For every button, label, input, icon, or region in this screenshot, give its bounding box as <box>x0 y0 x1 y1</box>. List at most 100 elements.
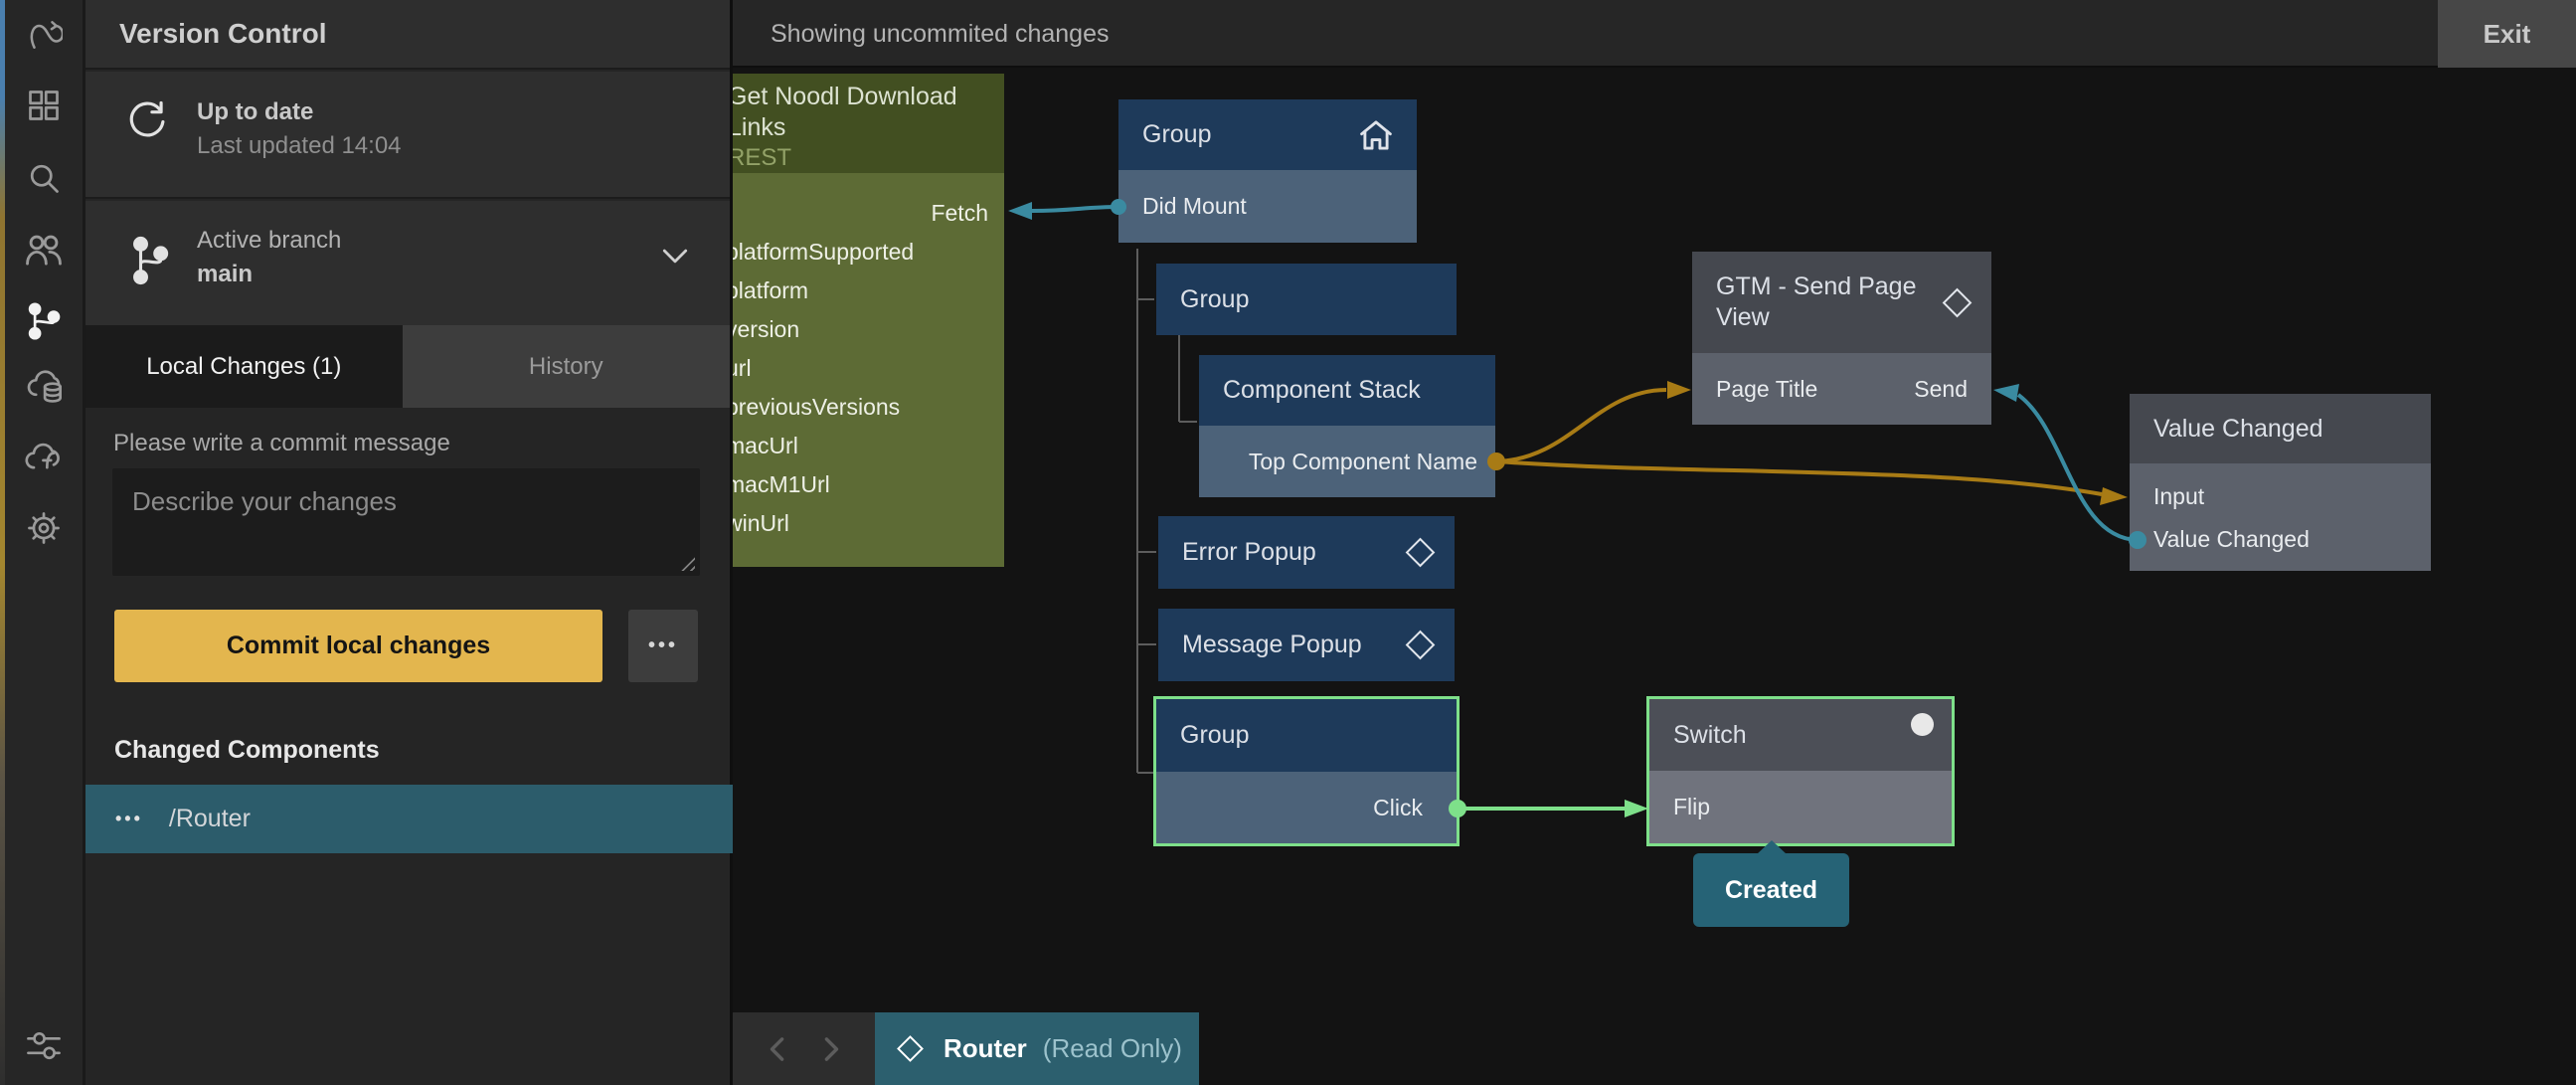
commit-message-wrap <box>112 468 700 576</box>
node-graph-canvas[interactable]: Get Noodl Download Links REST Fetch plat… <box>733 68 2576 1085</box>
node-subtitle: REST <box>733 144 792 171</box>
port-label: Value Changed <box>2153 526 2310 552</box>
component-navigation-bar: Router (Read Only) <box>733 1012 1199 1085</box>
diamond-icon <box>1405 537 1436 568</box>
changed-component-row-router[interactable]: ••• /Router <box>86 785 733 853</box>
cloud-services-icon[interactable] <box>21 364 67 410</box>
router-readonly-label: (Read Only) <box>1042 1033 1182 1063</box>
node-title: Group <box>1142 120 1212 148</box>
branch-name: main <box>197 261 254 287</box>
node-group-home[interactable]: Group Did Mount <box>1118 99 1417 243</box>
panel-header: Version Control <box>86 0 730 70</box>
branch-icon <box>131 233 169 293</box>
port-input[interactable]: Input <box>2130 475 2431 518</box>
node-title: Value Changed <box>2153 414 2323 443</box>
router-diamond-icon <box>897 1035 924 1062</box>
cloud-functions-icon[interactable] <box>21 434 67 479</box>
changed-components-heading: Changed Components <box>114 736 380 764</box>
sync-status-section[interactable]: Up to date Last updated 14:04 <box>86 72 730 199</box>
settings-gear-icon[interactable] <box>21 505 67 551</box>
port-previousversions[interactable]: previousVersions <box>733 388 1004 427</box>
changed-component-label: /Router <box>168 805 251 832</box>
port-flip[interactable]: Flip <box>1649 771 1952 843</box>
port-label: Top Component Name <box>1248 448 1477 474</box>
node-title: Get Noodl Download Links <box>733 83 957 141</box>
port-macurl[interactable]: macUrl <box>733 427 1004 465</box>
port-platformsupported[interactable]: platformSupported <box>733 233 1004 271</box>
port-winurl[interactable]: winUrl <box>733 504 1004 543</box>
node-value-changed[interactable]: Value Changed Input Value Changed <box>2130 394 2431 571</box>
port-label: platform <box>733 277 809 303</box>
refresh-icon[interactable] <box>125 97 169 146</box>
uncommitted-status-text: Showing uncommited changes <box>771 19 1110 48</box>
tab-local-changes-label: Local Changes (1) <box>146 352 342 380</box>
port-page-title[interactable]: Page Title <box>1716 375 1818 402</box>
created-tooltip: Created <box>1693 840 1849 927</box>
node-title: Switch <box>1673 720 1747 749</box>
port-label: Flip <box>1673 794 1711 819</box>
node-component-stack[interactable]: Component Stack Top Component Name <box>1199 355 1495 497</box>
port-version[interactable]: version <box>733 310 1004 349</box>
port-fetch[interactable]: Fetch <box>733 193 1004 233</box>
panel-tabs: Local Changes (1) History <box>86 325 730 408</box>
exit-button[interactable]: Exit <box>2438 0 2576 68</box>
node-title: Group <box>1180 284 1250 313</box>
port-label: platformSupported <box>733 239 915 265</box>
sync-status: Up to date <box>197 98 314 125</box>
version-control-branch-icon[interactable] <box>21 298 67 344</box>
node-rest-get-noodl-download-links[interactable]: Get Noodl Download Links REST Fetch plat… <box>733 74 1004 567</box>
tab-history-label: History <box>528 352 603 380</box>
version-control-panel: Version Control Up to date Last updated … <box>86 0 733 1085</box>
tab-history[interactable]: History <box>402 325 730 408</box>
port-row[interactable]: Page Title Send <box>1692 353 1991 425</box>
port-platform[interactable]: platform <box>733 271 1004 310</box>
port-url[interactable]: url <box>733 349 1004 388</box>
search-icon[interactable] <box>21 155 67 201</box>
editor-settings-sliders-icon[interactable] <box>21 1022 67 1068</box>
commit-message-prompt: Please write a commit message <box>113 430 450 456</box>
canvas-topbar: Showing uncommited changes Exit <box>733 0 2576 68</box>
home-icon <box>1359 119 1393 151</box>
forward-chevron-icon[interactable] <box>823 1036 841 1062</box>
port-label: Did Mount <box>1142 193 1247 219</box>
node-message-popup[interactable]: Message Popup <box>1158 609 1455 681</box>
sync-detail: Last updated 14:04 <box>197 132 402 159</box>
nav-history-controls <box>733 1012 875 1085</box>
node-switch[interactable]: Switch Flip <box>1646 696 1955 846</box>
port-label: Input <box>2153 483 2205 509</box>
panel-title: Version Control <box>119 18 327 49</box>
node-title: GTM - Send Page View <box>1716 272 1917 331</box>
node-error-popup[interactable]: Error Popup <box>1158 516 1455 589</box>
node-group-mid[interactable]: Group <box>1156 264 1457 335</box>
node-title: Group <box>1180 721 1250 749</box>
tab-local-changes[interactable]: Local Changes (1) <box>86 325 403 408</box>
port-top-component-name[interactable]: Top Component Name <box>1199 426 1495 497</box>
port-value-changed[interactable]: Value Changed <box>2130 518 2431 561</box>
more-dots-icon: ••• <box>647 634 678 656</box>
components-grid-icon[interactable] <box>21 83 67 128</box>
created-tooltip-label: Created <box>1724 875 1818 904</box>
port-label: Click <box>1373 794 1423 820</box>
commit-local-changes-button[interactable]: Commit local changes <box>114 610 602 682</box>
chevron-down-icon[interactable] <box>662 249 688 269</box>
node-group-click[interactable]: Group Click <box>1153 696 1460 846</box>
router-component-tab[interactable]: Router (Read Only) <box>875 1012 1199 1085</box>
active-branch-section[interactable]: Active branch main <box>86 201 730 325</box>
node-title: Message Popup <box>1182 631 1362 658</box>
local-changes-content: Please write a commit message Commit loc… <box>86 408 733 1085</box>
port-click[interactable]: Click <box>1156 772 1457 843</box>
collaboration-users-icon[interactable] <box>21 227 67 272</box>
noodl-logo-icon[interactable] <box>21 12 67 58</box>
port-did-mount[interactable]: Did Mount <box>1118 170 1417 243</box>
port-label: macM1Url <box>733 471 830 497</box>
commit-message-input[interactable] <box>112 468 700 576</box>
port-send[interactable]: Send <box>1914 375 1968 402</box>
commit-more-options-button[interactable]: ••• <box>628 610 698 682</box>
back-chevron-icon[interactable] <box>768 1036 785 1062</box>
window-accent-strip <box>0 0 5 1085</box>
node-header[interactable]: Get Noodl Download Links REST <box>733 74 1004 173</box>
port-macm1url[interactable]: macM1Url <box>733 465 1004 504</box>
port-label: version <box>733 316 800 342</box>
node-gtm-send-page-view[interactable]: GTM - Send Page View Page Title Send <box>1692 252 1991 425</box>
port-label: previousVersions <box>733 394 901 420</box>
